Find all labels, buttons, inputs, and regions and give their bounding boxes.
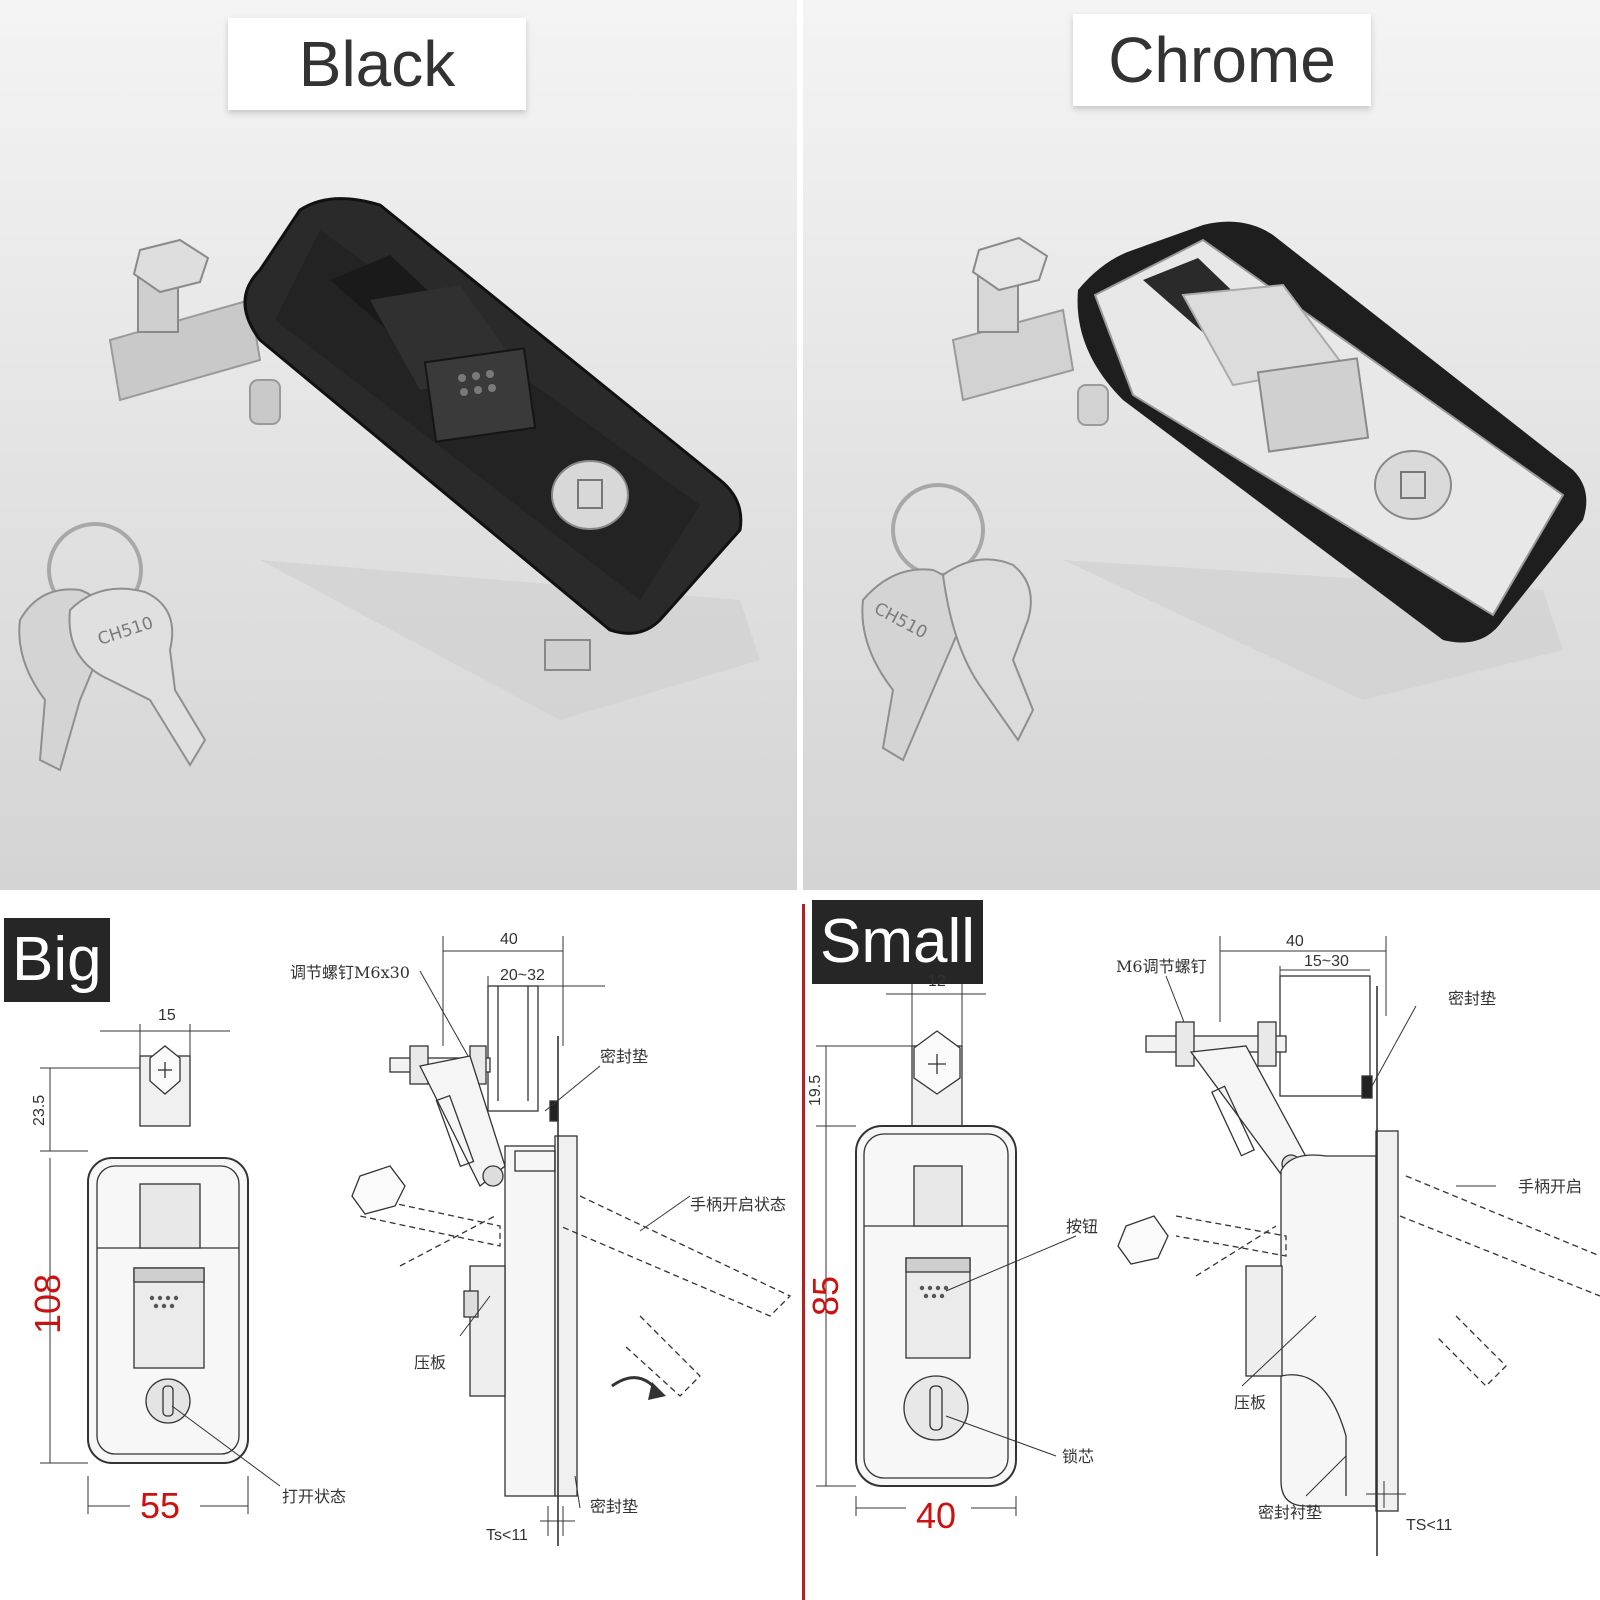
latch-housing-black xyxy=(243,197,743,671)
big-callout-open-state: 打开状态 xyxy=(282,1487,346,1506)
latch-housing-chrome xyxy=(1077,221,1587,643)
black-latch-illustration: CH510 xyxy=(18,197,760,772)
big-front-dimensions xyxy=(40,1024,249,1514)
big-technical-drawing: 15 23.5 108 55 40 20~32 Ts<11 调节螺钉M6x30 … xyxy=(27,931,792,1546)
handle-open-outline xyxy=(1175,1175,1600,1387)
adjust-bolt-icon xyxy=(108,238,281,425)
big-callout-screw: 调节螺钉M6x30 xyxy=(290,963,410,982)
photo-black-latch: Black xyxy=(0,0,797,890)
small-ts: TS<11 xyxy=(1406,1517,1453,1534)
small-side-range: 15~30 xyxy=(1304,953,1349,970)
section-divider xyxy=(802,904,805,1600)
small-callout-liner: 密封衬垫 xyxy=(1258,1503,1322,1522)
drawing-big: Big xyxy=(0,896,800,1600)
big-side-range: 20~32 xyxy=(500,967,545,984)
big-top-width: 15 xyxy=(158,1007,176,1024)
small-side-view xyxy=(1117,975,1600,1556)
small-callout-seal-top: 密封垫 xyxy=(1448,989,1496,1008)
small-technical-drawing: 12 19.5 85 40 40 15~30 TS<11 M6调节螺钉 密封垫 … xyxy=(806,933,1600,1556)
small-callout-button: 按钮 xyxy=(1066,1217,1098,1236)
chrome-latch-illustration: CH510 xyxy=(861,221,1587,762)
variant-label-chrome: Chrome xyxy=(1073,14,1371,106)
size-tag-small: Small xyxy=(812,900,984,984)
key-pair-icon: CH510 xyxy=(18,522,207,772)
big-side-dimensions xyxy=(419,936,691,1536)
big-ts: Ts<11 xyxy=(486,1527,528,1544)
small-callout-handle-open: 手柄开启 xyxy=(1518,1177,1582,1196)
size-tag-big: Big xyxy=(4,918,110,1002)
big-callout-handle-open: 手柄开启状态 xyxy=(690,1195,786,1214)
big-top-height: 23.5 xyxy=(31,1095,48,1126)
adjust-bolt-icon xyxy=(951,236,1109,426)
variant-label-black: Black xyxy=(228,18,526,110)
big-side-total: 40 xyxy=(500,931,518,948)
big-height: 108 xyxy=(27,1274,68,1334)
big-callout-plate: 压板 xyxy=(414,1353,446,1372)
small-callout-screw: M6调节螺钉 xyxy=(1116,957,1207,976)
small-front-view xyxy=(855,1030,1017,1487)
small-front-dimensions xyxy=(816,984,1077,1516)
big-front-view xyxy=(87,1045,249,1464)
drawing-small: Small xyxy=(806,896,1600,1600)
small-width: 40 xyxy=(916,1495,956,1536)
small-top-height: 19.5 xyxy=(807,1075,824,1106)
small-callout-plate: 压板 xyxy=(1234,1393,1266,1412)
big-side-view xyxy=(351,985,792,1546)
handle-open-outline xyxy=(359,1195,792,1397)
small-callout-core: 锁芯 xyxy=(1062,1447,1094,1466)
big-width: 55 xyxy=(140,1485,180,1526)
big-callout-seal-top: 密封垫 xyxy=(600,1047,648,1066)
photo-chrome-latch: Chrome CH510 xyxy=(803,0,1600,890)
small-height: 85 xyxy=(806,1276,846,1316)
key-pair-icon: CH510 xyxy=(861,483,1035,762)
small-side-total: 40 xyxy=(1286,933,1304,950)
small-side-dimensions xyxy=(1165,936,1496,1508)
big-callout-seal-bottom: 密封垫 xyxy=(590,1497,638,1516)
small-top-width: 12 xyxy=(928,973,946,990)
